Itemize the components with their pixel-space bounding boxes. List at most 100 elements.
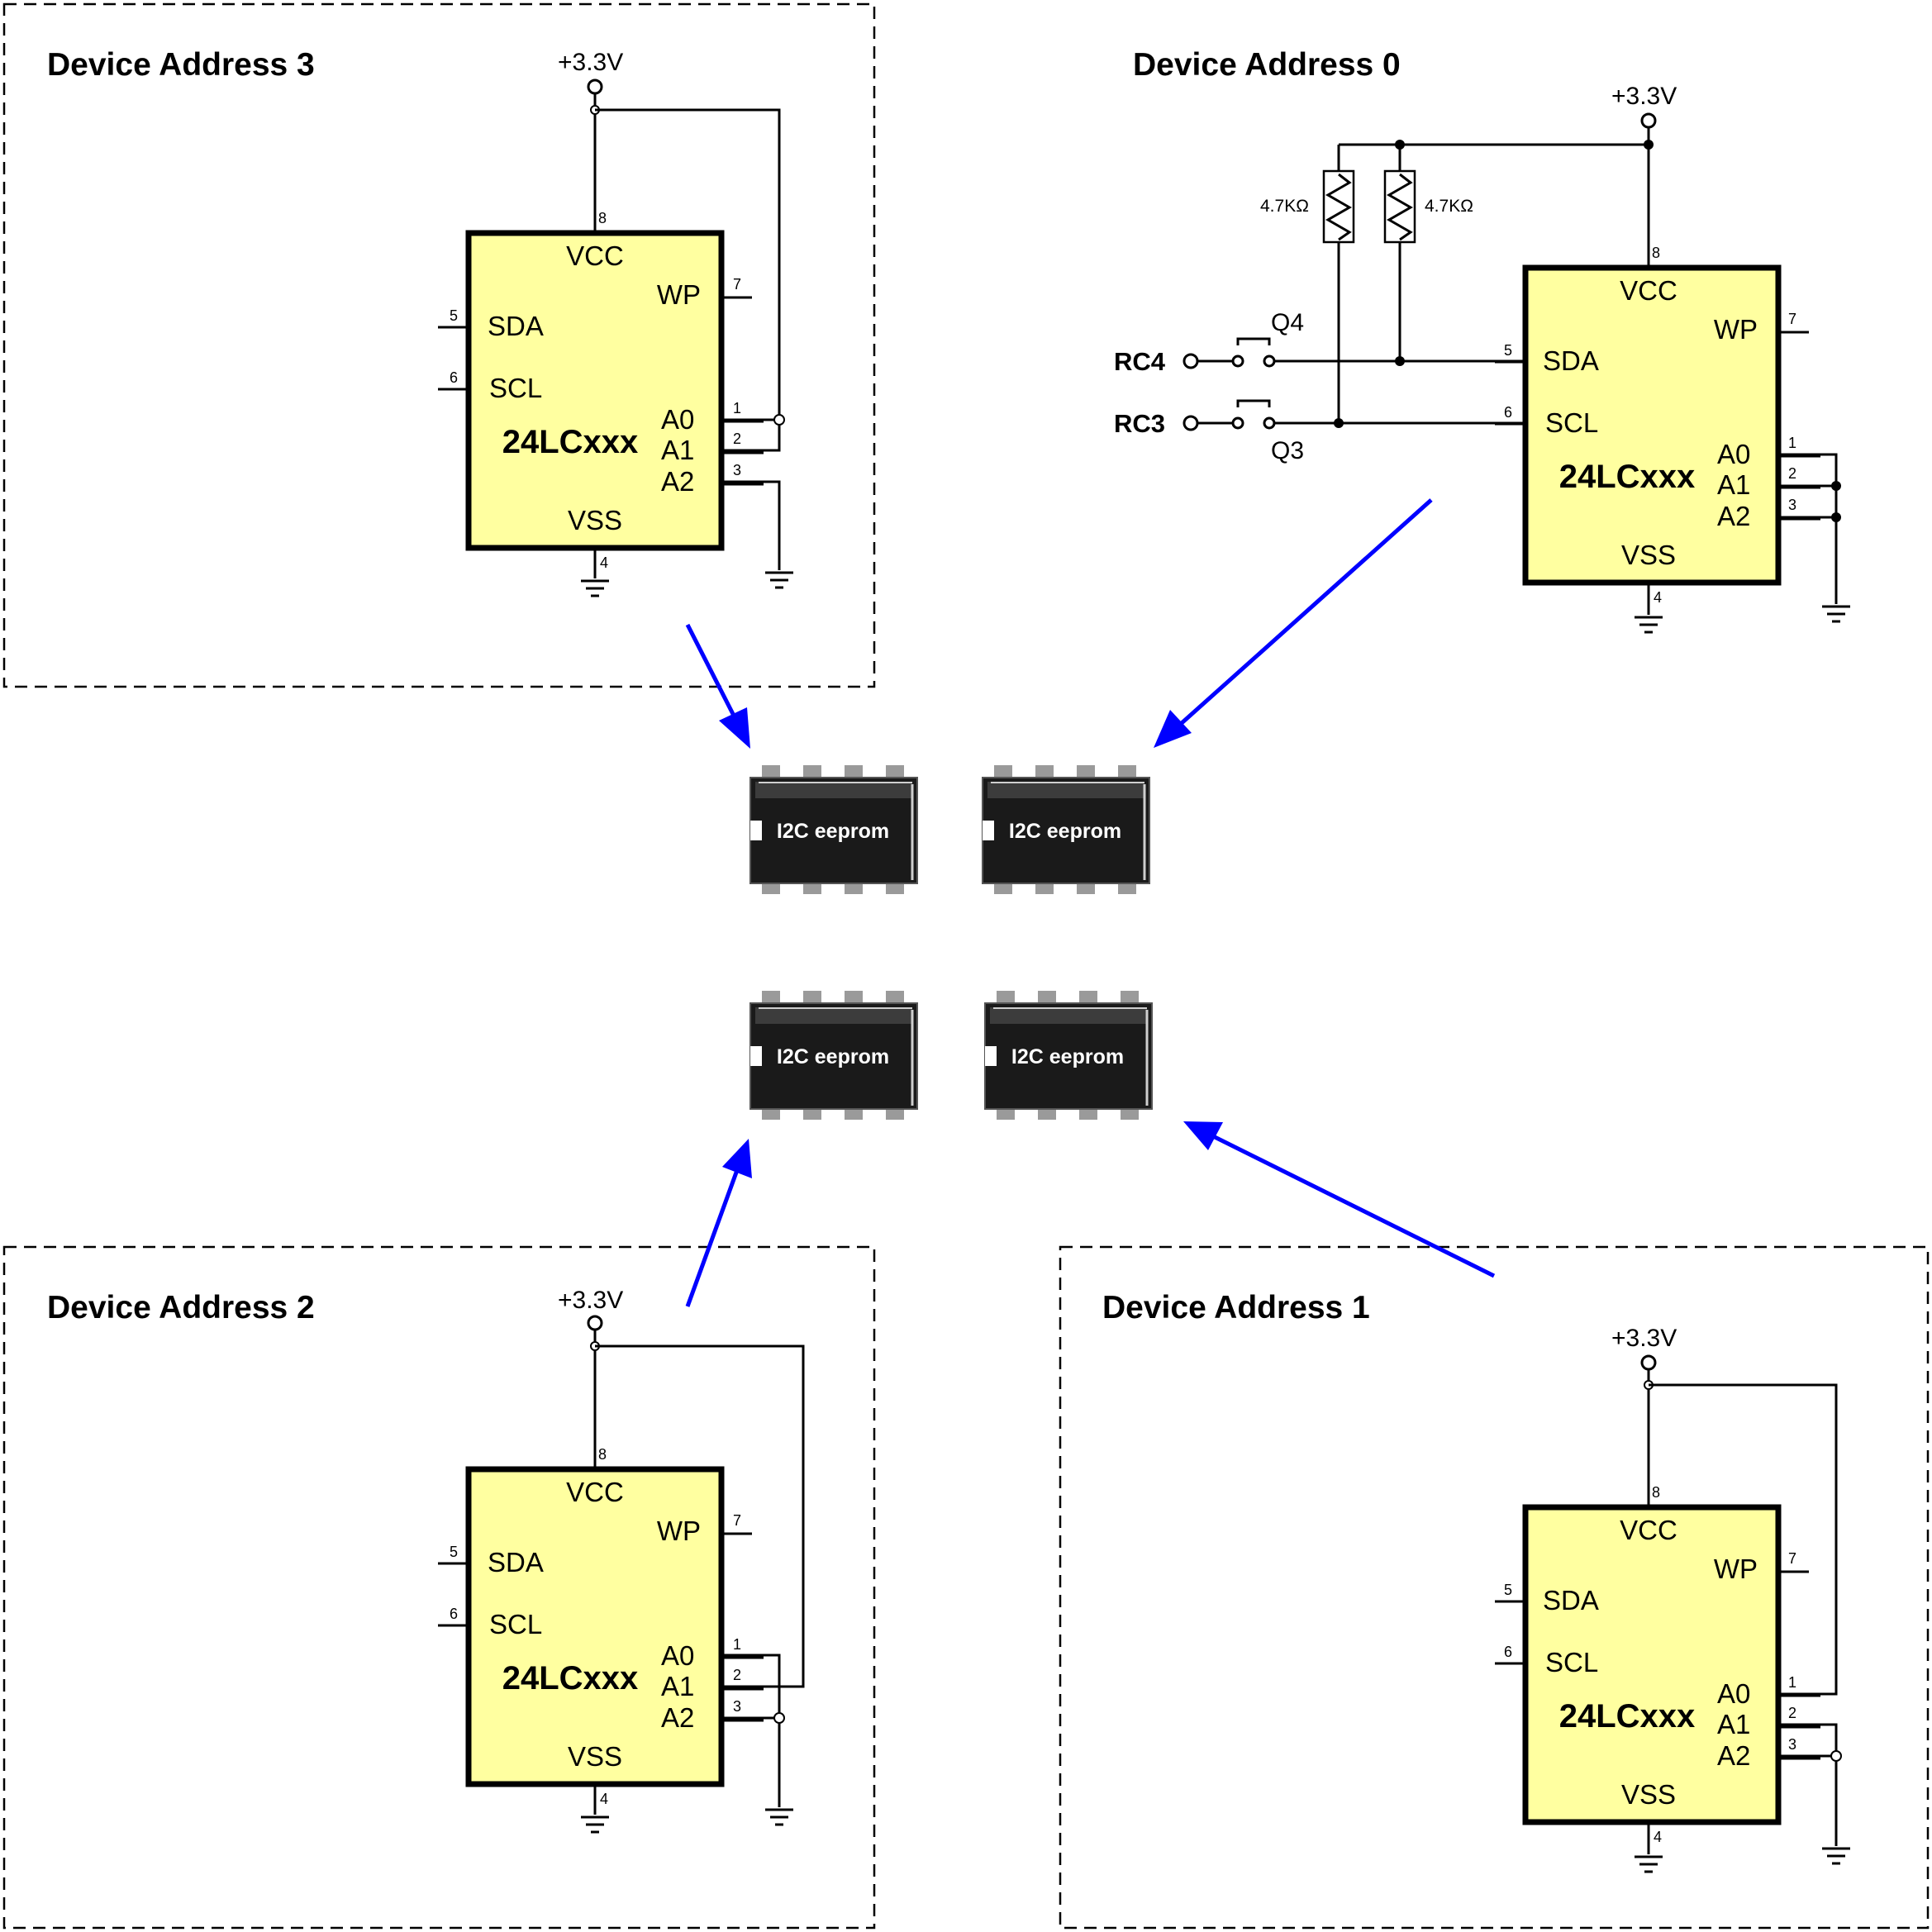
pin-num-a2: 3 <box>733 462 741 478</box>
pin-vcc: VCC <box>566 1477 624 1507</box>
supply-label: +3.3V <box>1611 83 1677 110</box>
chip-label: 24LCxxx <box>502 1660 639 1696</box>
pin-scl: SCL <box>1545 407 1598 438</box>
arrow-address-1 <box>1183 1121 1496 1278</box>
switch-q3: Q3 <box>1271 437 1304 464</box>
pin-vss: VSS <box>1621 540 1676 570</box>
package-label: I2C eeprom <box>1011 1045 1124 1068</box>
pin-a1: A1 <box>661 435 694 465</box>
chip-label: 24LCxxx <box>1559 459 1696 495</box>
pin-num-vcc: 8 <box>1652 1484 1660 1501</box>
pin-sda: SDA <box>1543 1585 1599 1616</box>
block-title: Device Address 1 <box>1102 1290 1370 1325</box>
pin-sda: SDA <box>1543 345 1599 376</box>
block-title: Device Address 3 <box>47 47 315 83</box>
arrow-address-3 <box>685 623 750 749</box>
pin-num-a1: 2 <box>733 1667 741 1683</box>
eeprom-package-bottom-left: I2C eeprom <box>749 989 919 1121</box>
pin-num-vss: 4 <box>1654 589 1662 606</box>
supply-label: +3.3V <box>558 1287 623 1314</box>
pin-num-scl: 6 <box>1504 404 1512 421</box>
pin-a1: A1 <box>1717 1709 1750 1739</box>
pin-wp: WP <box>657 279 701 310</box>
pin-num-a0: 1 <box>733 400 741 416</box>
pin-scl: SCL <box>489 373 542 403</box>
resistor-right-label: 4.7KΩ <box>1425 197 1473 216</box>
pin-num-sda: 5 <box>1504 1582 1512 1598</box>
pin-a0: A0 <box>661 404 694 435</box>
pin-num-sda: 5 <box>1504 342 1512 359</box>
pin-num-scl: 6 <box>450 369 458 386</box>
block-device-address-2: Device Address 2 +3.3V 24LCxxx VCC WP SD… <box>2 1245 876 1930</box>
pin-num-wp: 7 <box>1788 1550 1796 1567</box>
pin-num-a1: 2 <box>1788 1705 1796 1721</box>
switch-q4: Q4 <box>1271 309 1304 336</box>
block-border <box>2 2 876 688</box>
pin-wp: WP <box>657 1516 701 1546</box>
pin-num-scl: 6 <box>1504 1644 1512 1660</box>
pullup-resistor-right <box>1383 169 1416 244</box>
package-label: I2C eeprom <box>777 820 889 843</box>
pin-num-a2: 3 <box>1788 497 1796 513</box>
pin-num-wp: 7 <box>733 276 741 293</box>
pin-num-a0: 1 <box>1788 1674 1796 1691</box>
signal-rc4: RC4 <box>1114 347 1166 376</box>
pin-num-vss: 4 <box>600 554 608 571</box>
pin-vss: VSS <box>568 1741 622 1772</box>
pin-a0: A0 <box>1717 439 1750 469</box>
pin-vcc: VCC <box>1620 275 1677 306</box>
pin-num-a2: 3 <box>733 1698 741 1715</box>
block-device-address-0: Device Address 0 +3.3V 4.7KΩ 4.7KΩ RC4 Q… <box>1114 47 1852 634</box>
block-border <box>1059 1245 1930 1930</box>
block-device-address-1: Device Address 1 +3.3V 24LCxxx VCC WP SD… <box>1059 1245 1930 1930</box>
pin-num-a2: 3 <box>1788 1736 1796 1753</box>
pin-vcc: VCC <box>566 240 624 271</box>
pin-num-a0: 1 <box>733 1636 741 1653</box>
pin-num-vss: 4 <box>1654 1829 1662 1845</box>
arrow-address-2 <box>685 1139 752 1307</box>
pin-a2: A2 <box>1717 501 1750 531</box>
eeprom-package-top-left: I2C eeprom <box>749 764 919 896</box>
block-border <box>2 1245 876 1930</box>
pin-num-a0: 1 <box>1788 435 1796 451</box>
pin-vcc: VCC <box>1620 1515 1677 1545</box>
pin-a2: A2 <box>661 1702 694 1733</box>
block-title: Device Address 2 <box>47 1290 315 1325</box>
block-device-address-3: Device Address 3 +3.3V 24LCxxx VCC WP SD… <box>2 2 876 688</box>
pin-a0: A0 <box>1717 1678 1750 1709</box>
pin-num-a1: 2 <box>733 431 741 447</box>
pullup-resistor-left <box>1322 169 1355 244</box>
pin-a2: A2 <box>661 466 694 497</box>
pin-num-wp: 7 <box>733 1512 741 1529</box>
pin-num-vss: 4 <box>600 1791 608 1807</box>
supply-label: +3.3V <box>558 49 623 76</box>
pin-scl: SCL <box>489 1609 542 1639</box>
pin-vss: VSS <box>568 505 622 535</box>
pin-sda: SDA <box>488 1547 544 1577</box>
pin-num-vcc: 8 <box>598 210 607 226</box>
pin-wp: WP <box>1714 1554 1758 1584</box>
signal-rc3: RC3 <box>1114 409 1165 438</box>
supply-label: +3.3V <box>1611 1325 1677 1352</box>
pin-sda: SDA <box>488 311 544 341</box>
eeprom-package-bottom-right: I2C eeprom <box>983 989 1154 1121</box>
pin-num-sda: 5 <box>450 1544 458 1560</box>
arrow-address-0 <box>1154 498 1433 748</box>
block-title: Device Address 0 <box>1133 47 1401 83</box>
pin-num-vcc: 8 <box>1652 245 1660 261</box>
pin-a2: A2 <box>1717 1740 1750 1771</box>
pin-num-scl: 6 <box>450 1606 458 1622</box>
package-label: I2C eeprom <box>777 1045 889 1068</box>
pin-scl: SCL <box>1545 1647 1598 1677</box>
chip-label: 24LCxxx <box>1559 1698 1696 1735</box>
pin-vss: VSS <box>1621 1779 1676 1810</box>
pin-num-sda: 5 <box>450 307 458 324</box>
eeprom-package-top-right: I2C eeprom <box>981 764 1151 896</box>
pin-wp: WP <box>1714 314 1758 345</box>
pin-a1: A1 <box>1717 469 1750 500</box>
pin-a0: A0 <box>661 1640 694 1671</box>
resistor-left-label: 4.7KΩ <box>1260 197 1309 216</box>
chip-label: 24LCxxx <box>502 424 639 460</box>
package-label: I2C eeprom <box>1009 820 1121 843</box>
